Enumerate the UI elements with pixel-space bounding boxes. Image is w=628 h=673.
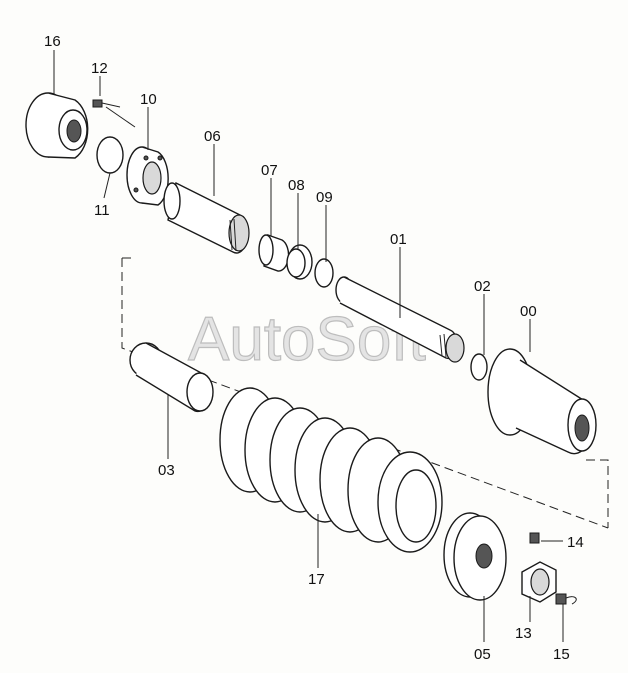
part-17-spring xyxy=(219,387,443,553)
part-14-bolt xyxy=(529,532,540,544)
label-00: 00 xyxy=(520,303,537,320)
part-07-ring xyxy=(258,234,290,272)
label-02: 02 xyxy=(474,278,491,295)
label-05: 05 xyxy=(474,646,491,663)
label-12: 12 xyxy=(91,60,108,77)
label-15: 15 xyxy=(553,646,570,663)
label-08: 08 xyxy=(288,177,305,194)
part-00-cylinder xyxy=(487,348,597,455)
assembly-boundary xyxy=(121,257,609,529)
label-13: 13 xyxy=(515,625,532,642)
part-13-nut xyxy=(521,561,557,603)
part-16-hub-cap xyxy=(25,92,89,159)
label-07: 07 xyxy=(261,162,278,179)
part-05-washer xyxy=(443,512,507,601)
label-16: 16 xyxy=(44,33,61,50)
label-11: 11 xyxy=(94,202,110,219)
part-01-shaft xyxy=(335,276,465,363)
part-12-bolt xyxy=(92,99,121,108)
leader-lines xyxy=(53,50,564,642)
part-03-bushing xyxy=(129,342,214,413)
part-15-pin xyxy=(555,593,577,605)
label-10: 10 xyxy=(140,91,157,108)
label-06: 06 xyxy=(204,128,221,145)
part-11-o-ring xyxy=(96,136,124,174)
part-09-snap-ring xyxy=(314,258,334,288)
label-14: 14 xyxy=(567,534,584,551)
label-17: 17 xyxy=(308,571,325,588)
part-06-sleeve xyxy=(163,181,250,254)
part-02-o-ring xyxy=(470,353,488,381)
label-09: 09 xyxy=(316,189,333,206)
label-03: 03 xyxy=(158,462,175,479)
label-01: 01 xyxy=(390,231,407,248)
part-08-seal xyxy=(286,244,313,280)
part-10-flange xyxy=(126,146,169,206)
